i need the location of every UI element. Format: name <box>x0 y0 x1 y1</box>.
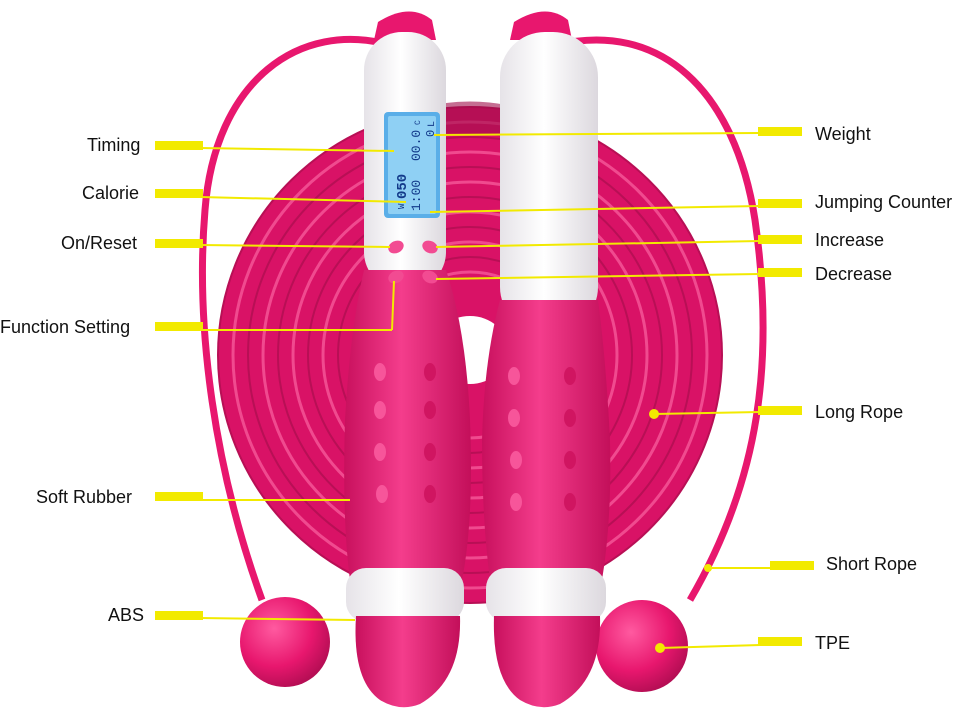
leader-lines <box>155 127 814 653</box>
lcd-time-value: 1:00 <box>409 180 424 211</box>
lcd-counter-unit: L <box>427 121 438 127</box>
label-timing: Timing <box>87 135 141 155</box>
lcd-counter-value: 0 <box>424 130 438 137</box>
label-decrease: Decrease <box>815 264 893 284</box>
control-buttons <box>386 238 440 286</box>
right-handle <box>482 11 611 708</box>
lcd-weight-value: 050 <box>395 174 411 199</box>
label-tpe: TPE <box>815 633 851 653</box>
tpe-ball-left <box>240 597 330 687</box>
label-jumping-counter: Jumping Counter <box>815 192 953 212</box>
function-setting-button[interactable] <box>386 268 406 286</box>
lcd-calorie-unit: C <box>414 120 423 125</box>
label-on-reset: On/Reset <box>61 233 138 253</box>
label-soft-rubber: Soft Rubber <box>36 487 133 507</box>
label-function-setting: Function Setting <box>0 317 131 337</box>
long-rope-coil <box>217 101 723 604</box>
on-reset-button[interactable] <box>386 238 406 256</box>
label-calorie: Calorie <box>82 183 140 203</box>
lcd-display: W 050 1:00 00.0 C 0 L <box>384 112 440 218</box>
decrease-button[interactable] <box>420 268 440 286</box>
label-increase: Increase <box>815 230 885 250</box>
label-short-rope: Short Rope <box>826 554 918 574</box>
label-long-rope: Long Rope <box>815 402 904 422</box>
lcd-calorie-value: 00.0 <box>409 130 424 161</box>
tpe-ball-right <box>596 600 688 692</box>
short-rope <box>199 35 767 602</box>
label-abs: ABS <box>108 605 145 625</box>
lcd-weight-prefix: W <box>397 203 407 209</box>
increase-button[interactable] <box>420 238 440 256</box>
label-weight: Weight <box>815 124 871 144</box>
